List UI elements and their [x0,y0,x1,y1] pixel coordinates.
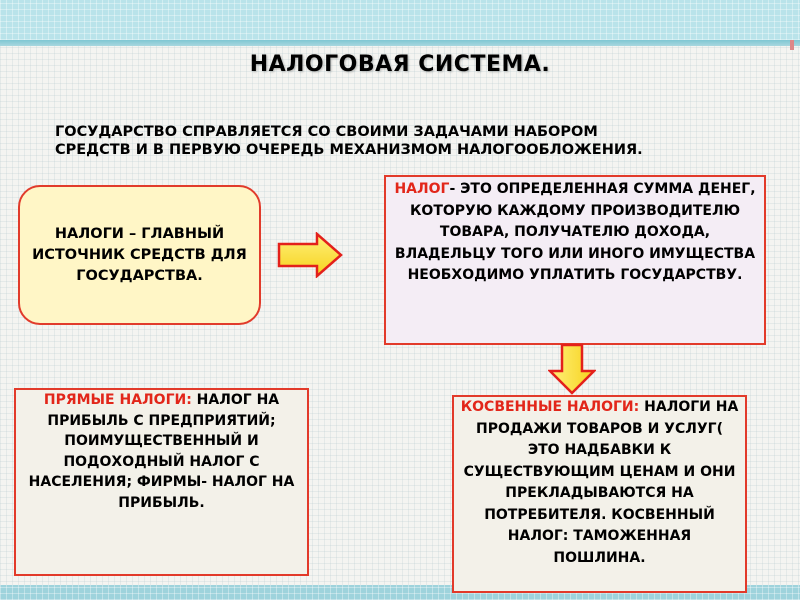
definition-text: - ЭТО ОПРЕДЕЛЕННАЯ СУММА ДЕНЕГ, КОТОРУЮ … [394,181,756,283]
header-band [0,0,800,40]
direct-text: НАЛОГ НА ПРИБЫЛЬ С ПРЕДПРИЯТИЙ; ПОИМУЩЕС… [28,392,295,511]
indirect-term: КОСВЕННЫЕ НАЛОГИ: [460,399,640,415]
tax-definition-box: НАЛОГ- ЭТО ОПРЕДЕЛЕННАЯ СУММА ДЕНЕГ, КОТ… [384,175,766,345]
direct-term: ПРЯМЫЕ НАЛОГИ: [43,392,192,408]
indirect-taxes-box: КОСВЕННЫЕ НАЛОГИ: НАЛОГИ НА ПРОДАЖИ ТОВА… [452,395,747,593]
corner-mark [790,40,794,50]
main-idea-box: НАЛОГИ – ГЛАВНЫЙ ИСТОЧНИК СРЕДСТВ ДЛЯ ГО… [18,185,261,325]
header-stripe [0,40,800,46]
indirect-text: НАЛОГИ НА ПРОДАЖИ ТОВАРОВ И УСЛУГ( ЭТО Н… [463,399,739,566]
slide-title: НАЛОГОВАЯ СИСТЕМА. [249,52,551,77]
arrow-down-icon [548,343,596,395]
direct-taxes-box: ПРЯМЫЕ НАЛОГИ: НАЛОГ НА ПРИБЫЛЬ С ПРЕДПР… [14,388,309,576]
intro-text: ГОСУДАРСТВО СПРАВЛЯЕТСЯ СО СВОИМИ ЗАДАЧА… [55,124,643,158]
main-idea-text: НАЛОГИ – ГЛАВНЫЙ ИСТОЧНИК СРЕДСТВ ДЛЯ ГО… [32,225,247,284]
definition-term: НАЛОГ [394,181,450,197]
arrow-right-icon [277,232,343,278]
